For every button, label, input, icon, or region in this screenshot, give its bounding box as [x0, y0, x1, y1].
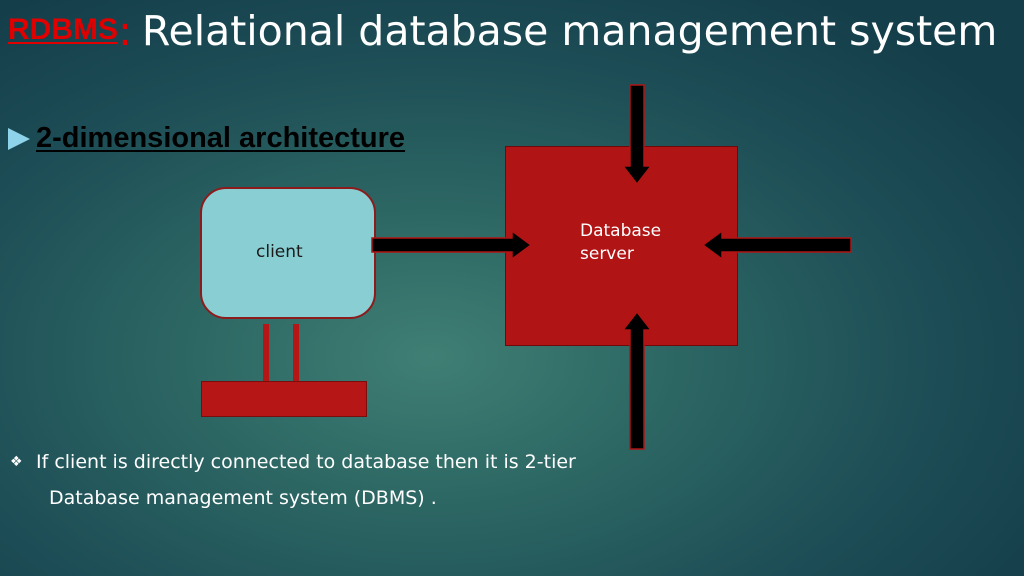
arrow-top-to-server: [621, 84, 653, 186]
title-acronym: RDBMS: [8, 13, 118, 46]
client-leg-right: [293, 324, 299, 382]
server-label-line-1: Database: [580, 221, 662, 241]
server-label-line-2: server: [580, 244, 634, 264]
arrow-right-to-server: [701, 229, 852, 261]
client-stand: [201, 381, 367, 417]
subheading: 2-dimensional architecture: [36, 122, 406, 154]
client-box: [200, 187, 376, 319]
bullet-text-line-2: Database management system (DBMS) .: [49, 487, 437, 509]
arrow-client-to-server: [371, 229, 533, 261]
bullet-text-line-1: If client is directly connected to datab…: [36, 451, 576, 473]
slide-title: RDBMS:Relational database management sys…: [8, 6, 1008, 55]
client-leg-left: [263, 324, 269, 382]
diamond-bullet-icon: ❖: [10, 454, 23, 470]
title-text: Relational database management system: [141, 7, 998, 55]
database-server-box: [505, 146, 738, 346]
database-server-label: Database server: [580, 220, 700, 266]
client-label: client: [256, 242, 303, 262]
title-colon: :: [118, 7, 132, 55]
arrow-bottom-to-server: [621, 310, 653, 450]
bullet-arrow-icon: [8, 128, 30, 150]
